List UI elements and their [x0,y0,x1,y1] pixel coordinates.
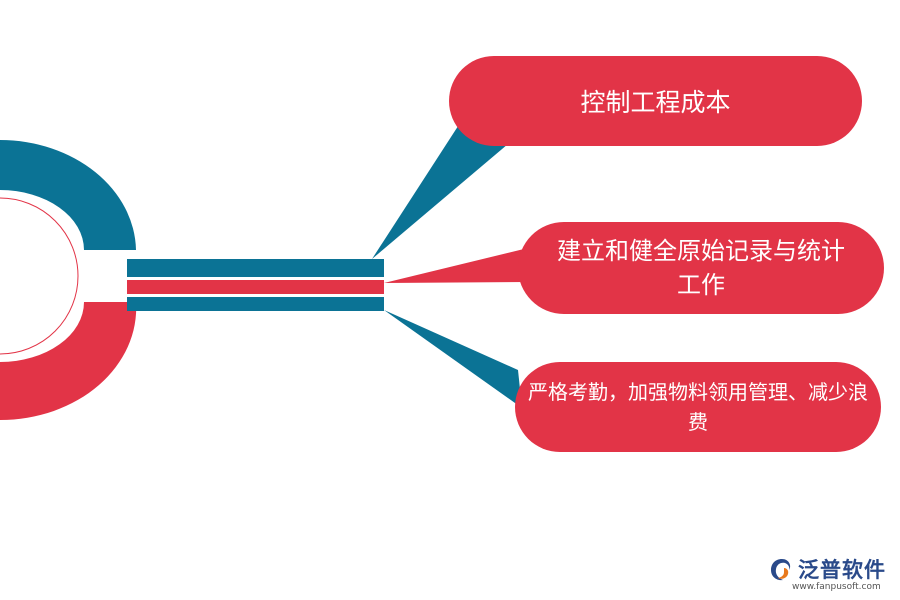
fanpu-swirl-icon [771,559,791,581]
connector-bar-white-gap-2 [127,294,384,297]
node-1-label: 控制工程成本 [580,88,731,117]
inner-ring-outline [0,197,79,355]
node-attendance-materials: 严格考勤，加强物料领用管理、减少浪费 [515,362,881,452]
node-control-cost: 控制工程成本 [449,56,862,146]
node-2-label: 建立和健全原始记录与统计工作 [557,237,845,299]
node-3-label: 严格考勤，加强物料领用管理、减少浪费 [528,380,868,434]
connector-bar-white-gap-1 [127,277,384,280]
node-records-statistics: 建立和健全原始记录与统计工作 [518,222,884,314]
brand-logo: 泛普软件 www.fanpusoft.com [768,552,894,596]
connector-bar-teal-top [127,259,384,277]
wedge-to-node-2 [384,248,528,283]
ring-bottom-red [0,302,137,421]
wedge-to-node-3 [384,310,522,408]
wedge-to-node-1 [372,120,508,259]
connector-bar-red-mid [127,280,384,294]
connector-bar-teal-bottom [127,297,384,311]
ring-top-teal [0,140,136,250]
brand-name: 泛普软件 [798,558,886,582]
brand-url: www.fanpusoft.com [792,582,881,592]
